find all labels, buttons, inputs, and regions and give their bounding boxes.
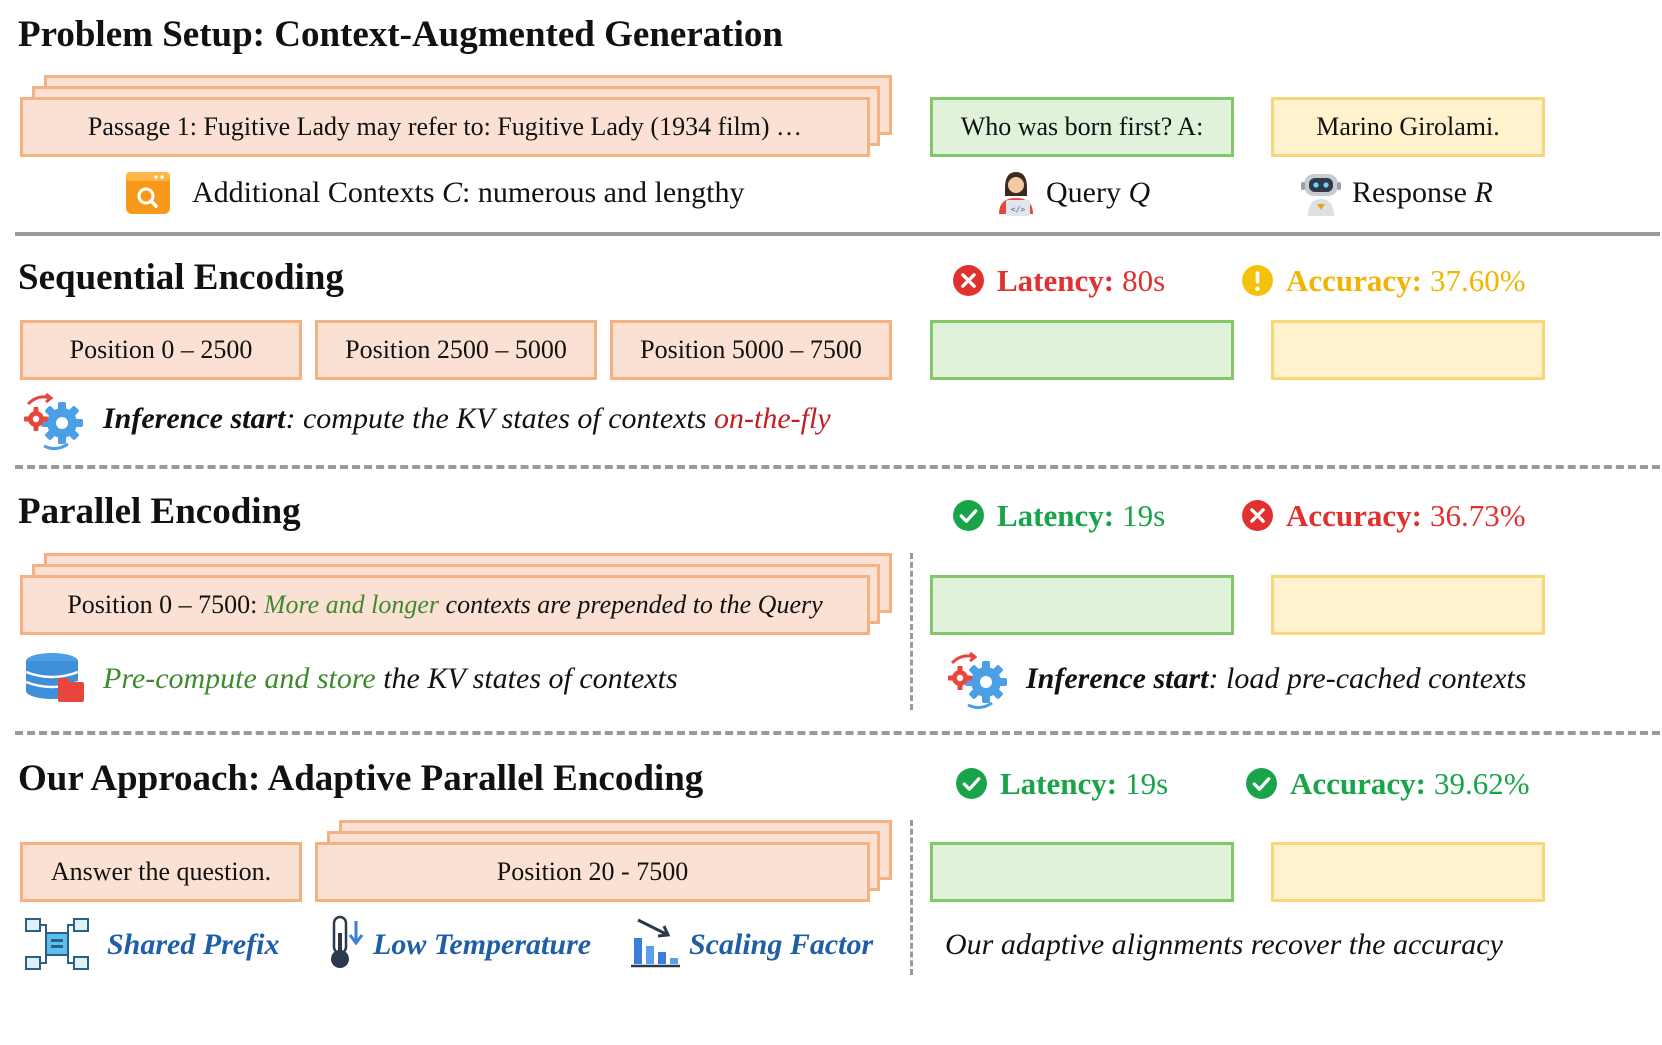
parallel-vertical-divider xyxy=(910,553,913,710)
approach-response-box xyxy=(1271,842,1545,902)
gear-icon xyxy=(22,392,88,457)
parallel-inference-text: Inference start: load pre-cached context… xyxy=(1026,662,1527,695)
query-label: Query Q xyxy=(1046,176,1151,209)
sequential-query-box xyxy=(930,320,1234,380)
check-icon xyxy=(953,500,984,531)
precompute-text: Pre-compute and store the KV states of c… xyxy=(103,662,678,695)
warning-icon xyxy=(1242,265,1273,296)
sequential-accuracy: Accuracy:37.60% xyxy=(1241,264,1526,297)
check-icon xyxy=(956,768,987,799)
problem-title: Problem Setup: Context-Augmented Generat… xyxy=(18,14,783,55)
passage-box: Passage 1: Fugitive Lady may refer to: F… xyxy=(20,97,870,157)
sequential-response-box xyxy=(1271,320,1545,380)
bar-chart-icon xyxy=(630,916,680,973)
error-icon xyxy=(953,265,984,296)
sequential-title: Sequential Encoding xyxy=(18,257,344,298)
sequential-latency: Latency:80s xyxy=(952,264,1165,297)
section-divider-dashed-2 xyxy=(15,731,1660,735)
network-icon xyxy=(24,917,90,976)
query-text: Who was born first? A: xyxy=(960,112,1204,141)
approach-latency: Latency:19s xyxy=(955,767,1168,800)
query-box: Who was born first? A: xyxy=(930,97,1234,157)
recover-accuracy-text: Our adaptive alignments recover the accu… xyxy=(945,928,1503,961)
check-icon xyxy=(1246,768,1277,799)
parallel-position-box: Position 0 – 7500: More and longer conte… xyxy=(20,575,870,635)
parallel-position-text: Position 0 – 7500: More and longer conte… xyxy=(67,590,823,619)
section-divider-dashed-1 xyxy=(15,465,1660,469)
section-divider-solid xyxy=(15,232,1660,236)
shared-prefix-label: Shared Prefix xyxy=(107,928,280,961)
approach-query-box xyxy=(930,842,1234,902)
response-text: Marino Girolami. xyxy=(1316,112,1500,141)
contexts-label: Additional Contexts C: numerous and leng… xyxy=(192,176,745,209)
response-box: Marino Girolami. xyxy=(1271,97,1545,157)
position-box-2: Position 2500 – 5000 xyxy=(315,320,597,380)
svg-text:</>: </> xyxy=(1011,205,1026,214)
database-icon xyxy=(24,651,86,710)
error-icon xyxy=(1242,500,1273,531)
parallel-latency: Latency:19s xyxy=(952,499,1165,532)
parallel-response-box xyxy=(1271,575,1545,635)
position-box-3: Position 5000 – 7500 xyxy=(610,320,892,380)
approach-vertical-divider xyxy=(910,820,913,975)
parallel-query-box xyxy=(930,575,1234,635)
parallel-title: Parallel Encoding xyxy=(18,491,301,532)
robot-icon xyxy=(1300,170,1342,223)
user-icon: </> xyxy=(995,168,1037,223)
gear-icon xyxy=(946,651,1012,716)
approach-title: Our Approach: Adaptive Parallel Encoding xyxy=(18,758,704,799)
sequential-inference-text: Inference start: compute the KV states o… xyxy=(103,402,831,435)
parallel-accuracy: Accuracy:36.73% xyxy=(1241,499,1526,532)
search-icon xyxy=(125,171,171,220)
passage-text: Passage 1: Fugitive Lady may refer to: F… xyxy=(87,112,803,141)
approach-accuracy: Accuracy:39.62% xyxy=(1245,767,1530,800)
scaling-factor-label: Scaling Factor xyxy=(689,928,874,961)
low-temperature-label: Low Temperature xyxy=(373,928,592,961)
response-label: Response R xyxy=(1352,176,1493,209)
position-box-1: Position 0 – 2500 xyxy=(20,320,302,380)
shared-prefix-box: Answer the question. xyxy=(20,842,302,902)
thermometer-icon xyxy=(326,915,366,976)
approach-position-box: Position 20 - 7500 xyxy=(315,842,870,902)
